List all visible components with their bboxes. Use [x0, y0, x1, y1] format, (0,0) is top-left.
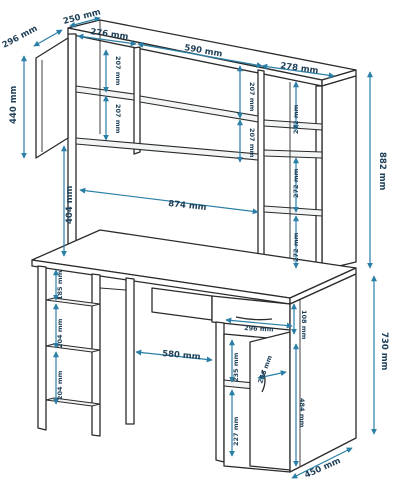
label-left-shelf-3: 204 mm: [56, 370, 64, 400]
label-right-shelf-3: 272 mm: [292, 232, 300, 262]
label-shelf-upper-mid: 207 mm: [248, 82, 256, 112]
label-top-depth: 296 mm: [1, 24, 40, 51]
label-cabinet-height: 440 mm: [9, 85, 19, 124]
label-shelf-upper-left: 207 mm: [114, 56, 122, 86]
label-cab-upper-shelf: 235 mm: [232, 352, 240, 382]
hutch: [35, 19, 357, 271]
label-knee-space: 580 mm: [162, 349, 201, 362]
dimension-lines: [21, 16, 377, 479]
label-left-shelf-2: 204 mm: [56, 318, 64, 348]
label-drawer-height: 108 mm: [300, 310, 308, 340]
label-total-height: 882 mm: [377, 152, 387, 191]
label-cab-lower-shelf: 227 mm: [232, 416, 240, 446]
label-right-shelf-1: 272 mm: [292, 104, 300, 134]
label-desk-height: 730 mm: [379, 332, 389, 371]
label-shelf-lower-mid: 207 mm: [248, 128, 256, 158]
label-hutch-height: 404 mm: [65, 185, 75, 224]
label-door-height: 484 mm: [298, 398, 306, 428]
label-drawer-width: 296 mm: [244, 324, 274, 334]
label-shelf-lower-left: 207 mm: [114, 104, 122, 134]
label-left-shelf-1: 185 mm: [56, 270, 64, 300]
label-right-shelf-2: 272 mm: [292, 168, 300, 198]
label-inner-width: 874 mm: [168, 199, 207, 213]
